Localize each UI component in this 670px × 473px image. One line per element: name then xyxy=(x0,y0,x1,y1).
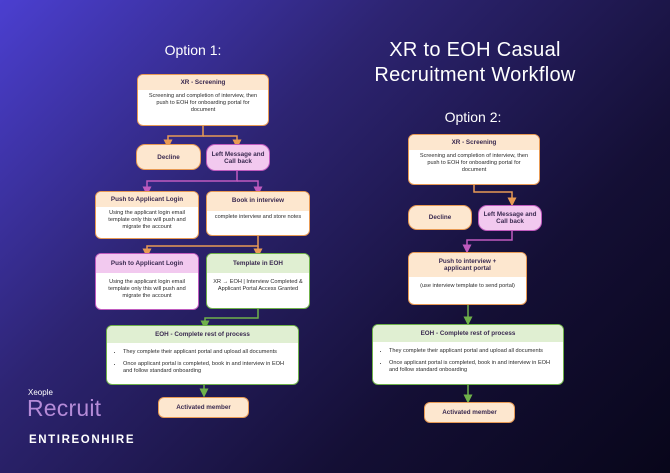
option2-push-interview-title: Push to interview + applicant portal xyxy=(409,253,526,277)
option1-eoh-bullet-2: Once applicant portal is completed, book… xyxy=(123,361,292,375)
option1-screening-box: XR - Screening Screening and completion … xyxy=(137,74,269,126)
title-line-2: Recruitment Workflow xyxy=(374,64,576,86)
option1-book-interview-title: Book in interview xyxy=(207,192,309,211)
option2-push-interview-body: (use interview template to send portal) xyxy=(420,283,515,289)
option1-label: Option 1: xyxy=(164,42,222,58)
option1-activated-label: Activated member xyxy=(176,404,231,411)
option2-activated-box: Activated member xyxy=(424,402,515,423)
option2-label: Option 2: xyxy=(444,109,502,125)
option2-push-interview-box: Push to interview + applicant portal (us… xyxy=(408,252,527,305)
option1-eoh-bullet-1: They complete their applicant portal and… xyxy=(123,349,292,356)
xeople-logo-text: Xeople xyxy=(28,388,53,397)
option1-screening-title: XR - Screening xyxy=(138,75,268,90)
option2-eoh-complete-title: EOH - Complete rest of process xyxy=(373,325,563,342)
option1-eoh-complete-list: They complete their applicant portal and… xyxy=(107,343,298,383)
title-line-1: XR to EOH Casual xyxy=(389,39,561,61)
option1-push-login-2-title: Push to Applicant Login xyxy=(96,254,198,273)
option1-decline-box: Decline xyxy=(136,144,201,170)
option2-decline-box: Decline xyxy=(408,205,472,230)
recruit-logo-text: Recruit xyxy=(27,395,102,421)
option1-template-eoh-box: Template in EOH XR → EOH | Interview Com… xyxy=(206,253,310,309)
option1-eoh-complete-title: EOH - Complete rest of process xyxy=(107,326,298,343)
option1-eoh-complete-box: EOH - Complete rest of process They comp… xyxy=(106,325,299,385)
option2-screening-box: XR - Screening Screening and completion … xyxy=(408,134,540,185)
option2-activated-label: Activated member xyxy=(442,409,497,416)
entireonhire-logo-text: ENTIREONHIRE xyxy=(29,434,136,446)
option1-push-login-box-1: Push to Applicant Login Using the applic… xyxy=(95,191,199,239)
option1-push-login-box-2: Push to Applicant Login Using the applic… xyxy=(95,253,199,310)
option1-push-login-1-title: Push to Applicant Login xyxy=(96,192,198,207)
option2-eoh-complete-box: EOH - Complete rest of process They comp… xyxy=(372,324,564,385)
option2-screening-body: Screening and completion of interview, t… xyxy=(419,153,529,173)
option1-template-eoh-body: XR → EOH | Interview Completed & Applica… xyxy=(213,279,303,292)
option2-decline-label: Decline xyxy=(428,214,452,221)
page-title: XR to EOH Casual Recruitment Workflow xyxy=(355,38,595,88)
option1-push-login-2-body: Using the applicant login email template… xyxy=(108,279,186,299)
option1-left-message-box: Left Message and Call back xyxy=(206,144,270,171)
option1-book-interview-body: complete interview and store notes xyxy=(214,214,302,220)
option2-left-message-label: Left Message and Call back xyxy=(483,211,537,225)
option2-eoh-bullet-2: Once applicant portal is completed, book… xyxy=(389,360,557,374)
option1-activated-box: Activated member xyxy=(158,397,249,418)
option2-left-message-box: Left Message and Call back xyxy=(478,205,542,231)
option1-left-message-label: Left Message and Call back xyxy=(211,150,265,165)
option2-screening-title: XR - Screening xyxy=(409,135,539,150)
option1-template-eoh-title: Template in EOH xyxy=(207,254,309,273)
option2-eoh-complete-list: They complete their applicant portal and… xyxy=(373,342,563,382)
option1-push-login-1-body: Using the applicant login email template… xyxy=(108,210,186,230)
option1-book-interview-box: Book in interview complete interview and… xyxy=(206,191,310,236)
option2-eoh-bullet-1: They complete their applicant portal and… xyxy=(389,348,557,355)
option1-screening-body: Screening and completion of interview, t… xyxy=(148,93,258,113)
option1-decline-label: Decline xyxy=(157,153,180,161)
